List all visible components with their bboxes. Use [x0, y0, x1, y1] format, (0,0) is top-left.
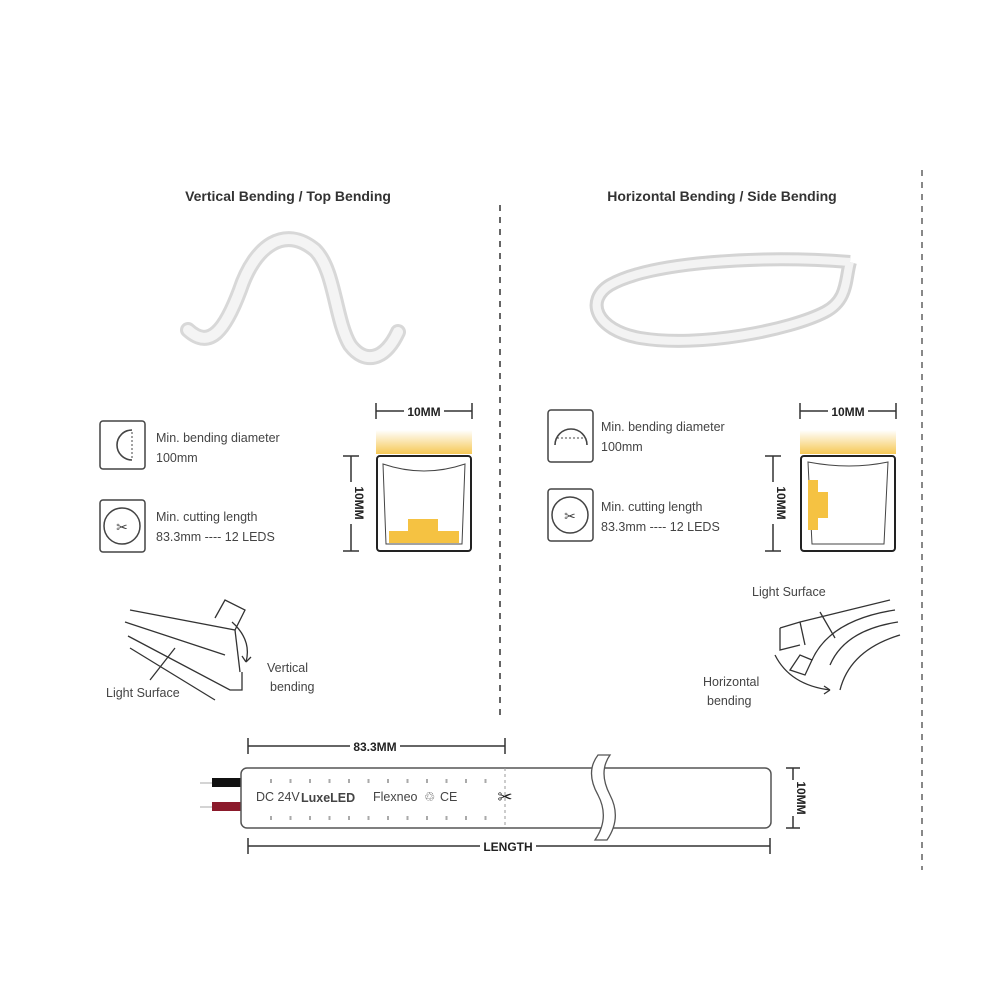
right-bending-label-1: Horizontal: [703, 675, 759, 689]
led-dot: [348, 816, 350, 820]
left-cross-section: [343, 403, 473, 552]
left-bending-label-1: Vertical: [267, 661, 308, 675]
strip-voltage: DC 24V: [256, 790, 300, 804]
led-dot: [406, 816, 409, 820]
left-light-surface-label: Light Surface: [106, 686, 180, 700]
led-dot: [465, 779, 467, 783]
recycle-icon: ♲: [424, 790, 435, 804]
led-dot: [445, 816, 448, 820]
led-dot: [406, 779, 409, 783]
right-light-surface-label: Light Surface: [752, 585, 826, 599]
length-label: LENGTH: [483, 840, 532, 854]
led-dot: [270, 779, 272, 783]
led-dot: [367, 816, 370, 820]
cut-length-dim: 83.3MM: [353, 740, 396, 754]
left-width-dim: 10MM: [407, 405, 440, 419]
left-cut-label: Min. cutting length: [156, 510, 257, 524]
horizontal-bend-strip-image: [589, 252, 857, 348]
red-wire: [212, 802, 242, 811]
led-dot: [445, 779, 448, 783]
led-dot: [367, 779, 370, 783]
led-dot: [289, 779, 292, 783]
led-dot: [387, 779, 389, 783]
right-bend-value: 100mm: [601, 440, 643, 454]
right-cut-value: 83.3mm ---- 12 LEDS: [601, 520, 720, 534]
right-cut-label: Min. cutting length: [601, 500, 702, 514]
strip-cert: CE: [440, 790, 457, 804]
black-wire: [212, 778, 242, 787]
vertical-bend-strip-image: [180, 231, 406, 366]
left-panel-title: Vertical Bending / Top Bending: [185, 188, 391, 204]
left-cut-length-icon: ✂: [99, 499, 146, 553]
led-dot: [484, 779, 487, 783]
strip-height-dimension: [786, 767, 800, 829]
svg-text:✂: ✂: [564, 508, 576, 524]
led-dot: [328, 779, 331, 783]
led-dot: [270, 816, 272, 820]
vertical-bending-sketch: [124, 599, 252, 701]
right-panel-title: Horizontal Bending / Side Bending: [607, 188, 836, 204]
strip-height-dim: 10MM: [794, 781, 808, 814]
left-bend-value: 100mm: [156, 451, 198, 465]
strip-brand: LuxeLED: [301, 791, 355, 805]
svg-text:✂: ✂: [116, 519, 128, 535]
cut-length-dimension: [247, 738, 506, 754]
led-dot: [426, 816, 428, 820]
led-strip: ✂: [200, 754, 772, 841]
led-dot: [426, 779, 428, 783]
left-height-dim: 10MM: [352, 486, 366, 519]
led-dot: [465, 816, 467, 820]
right-width-dim: 10MM: [831, 405, 864, 419]
right-height-dim: 10MM: [774, 486, 788, 519]
led-dot: [328, 816, 331, 820]
led-dot: [484, 816, 487, 820]
left-cut-value: 83.3mm ---- 12 LEDS: [156, 530, 275, 544]
left-bending-label-2: bending: [270, 680, 315, 694]
right-bend-label: Min. bending diameter: [601, 420, 725, 434]
right-cut-length-icon: ✂: [547, 488, 594, 542]
led-dot: [387, 816, 389, 820]
length-dimension: [247, 838, 771, 854]
right-bending-label-2: bending: [707, 694, 752, 708]
right-cross-section: [765, 403, 897, 552]
strip-product: Flexneo: [373, 790, 418, 804]
led-dot: [309, 779, 311, 783]
left-bend-label: Min. bending diameter: [156, 431, 280, 445]
right-bend-diameter-icon: [547, 409, 594, 463]
led-dot: [309, 816, 311, 820]
left-bend-diameter-icon: [99, 420, 146, 470]
horizontal-bending-sketch: [774, 599, 901, 695]
led-dot: [289, 816, 292, 820]
led-dot: [348, 779, 350, 783]
scissors-icon: ✂: [497, 787, 512, 807]
